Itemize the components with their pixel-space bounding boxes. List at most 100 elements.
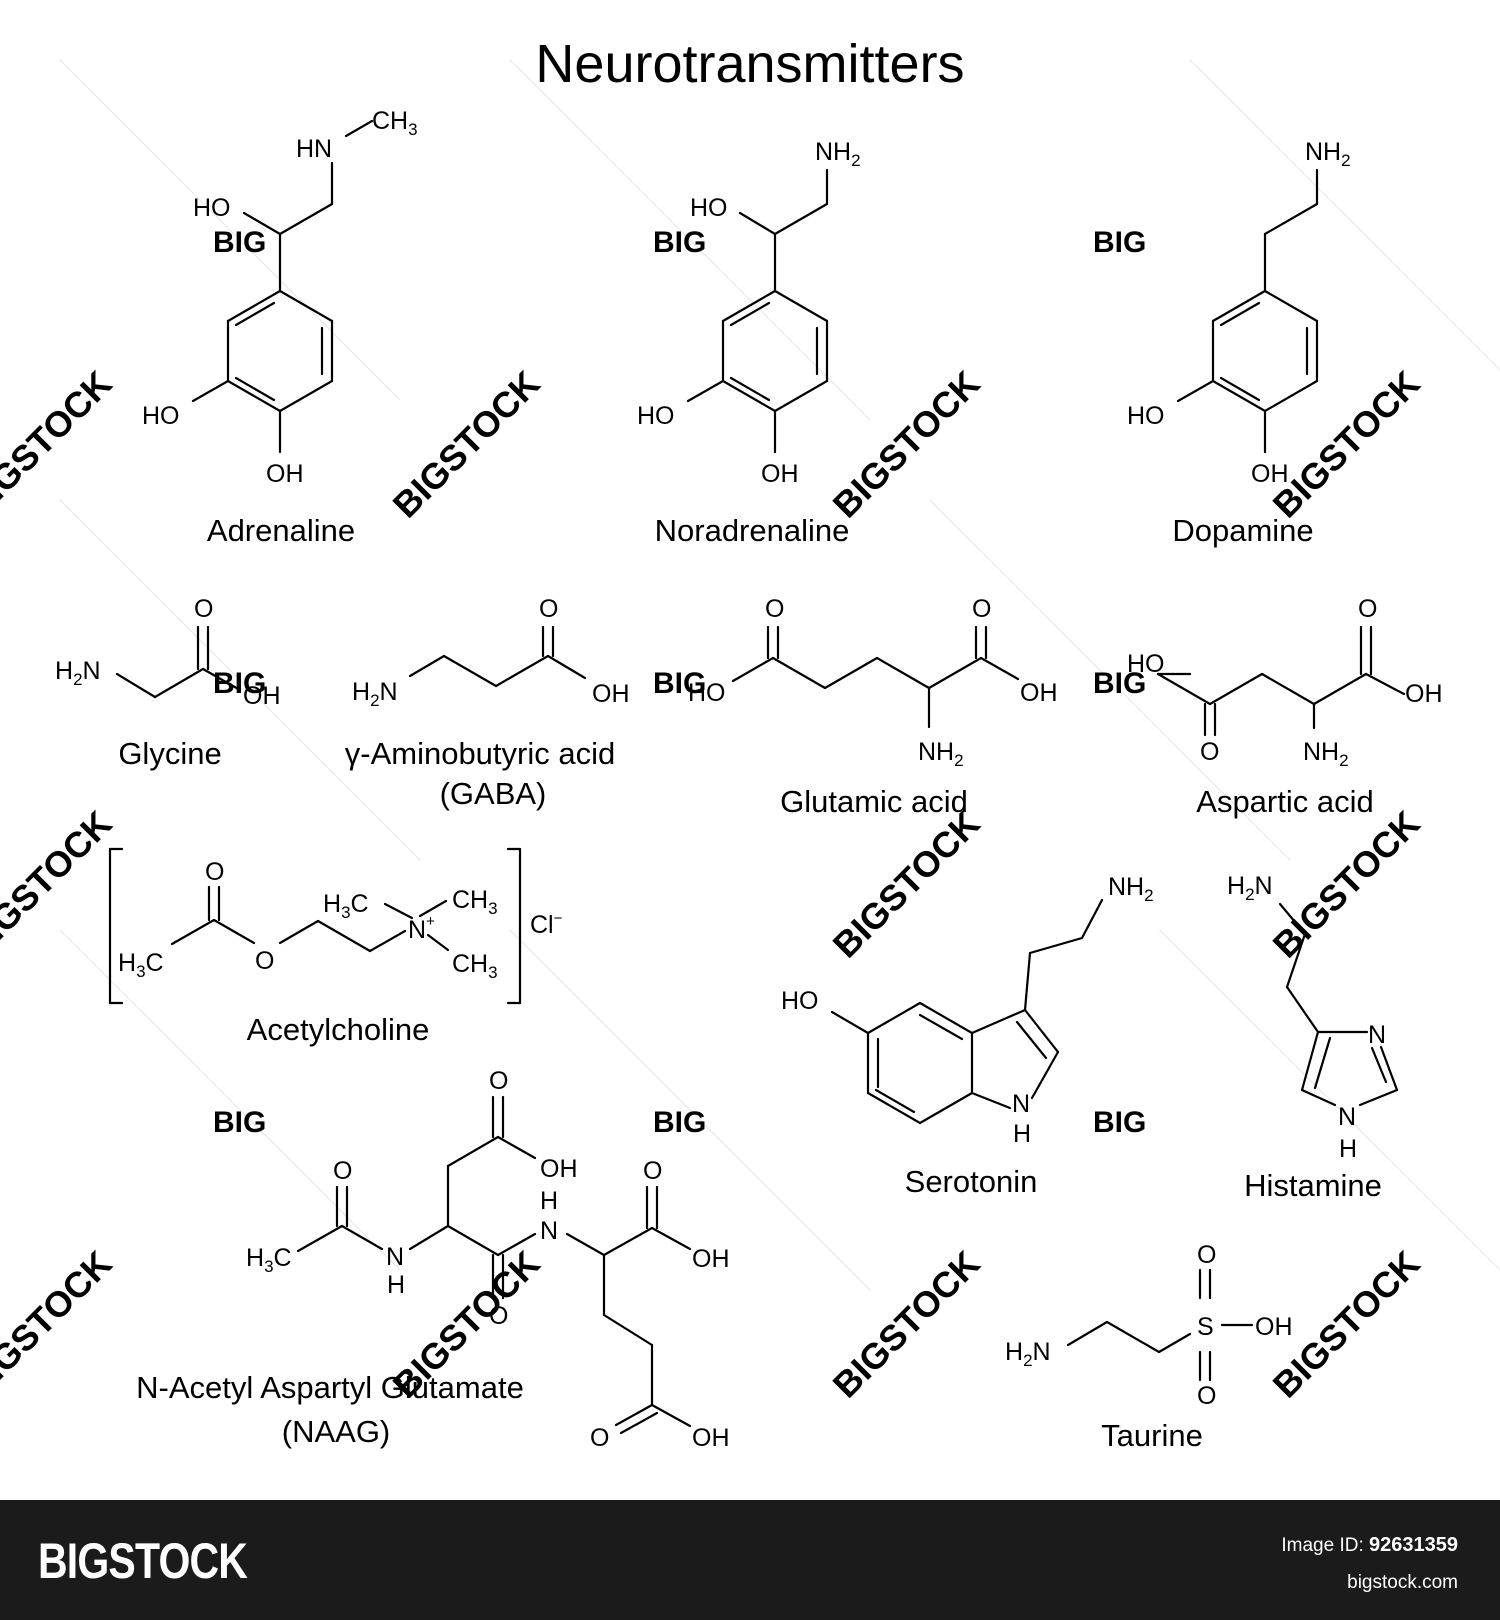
atom-label: O <box>1200 738 1219 766</box>
atom-label: H <box>540 1187 558 1215</box>
atom-label: O <box>590 1424 609 1452</box>
watermark-big: BIG <box>653 667 706 700</box>
label-glutamic-acid: Glutamic acid <box>780 784 968 819</box>
atom-label: OH <box>243 682 281 710</box>
watermark-big: BIG <box>213 226 266 259</box>
atom-label: HN <box>296 135 332 163</box>
atom-label: O <box>489 1302 508 1330</box>
atom-label: HO <box>142 402 180 430</box>
atom-label: NH2 <box>815 138 861 170</box>
molecule-glycine: H2N O OH Glycine <box>55 595 281 771</box>
atom-label: NH2 <box>1108 873 1154 905</box>
atom-label: O <box>539 595 558 623</box>
atom-label: H <box>1339 1135 1357 1163</box>
atom-label: HO <box>690 194 728 222</box>
atom-label: O <box>972 595 991 623</box>
atom-label: O <box>255 947 274 975</box>
label-naag: N-Acetyl Aspartyl Glutamate <box>136 1370 524 1405</box>
atom-label: HO <box>193 194 231 222</box>
atom-label: HO <box>688 679 726 707</box>
watermark-bigstock: BIGSTOCK <box>825 1243 988 1406</box>
site-link[interactable]: bigstock.com <box>1347 1572 1458 1593</box>
molecule-taurine: H2N O S O OH Taurine <box>1005 1241 1293 1453</box>
label-noradrenaline: Noradrenaline <box>655 513 850 548</box>
molecule-adrenaline: HO HN CH3 HO OH Adrenaline <box>142 107 418 548</box>
diagram-canvas: BIG BIG BIG BIG BIG BIG BIG BIG BIG BIGS… <box>0 34 1500 1453</box>
label-dopamine: Dopamine <box>1172 513 1313 548</box>
bonds <box>1156 625 1406 737</box>
atom-label: HO <box>1127 402 1165 430</box>
bonds <box>108 847 522 1005</box>
atom-label: N <box>1012 1090 1030 1118</box>
atom-label: OH <box>1255 1313 1293 1341</box>
bonds <box>408 625 587 688</box>
watermark-big: BIG <box>1093 667 1146 700</box>
atom-label: OH <box>692 1424 730 1452</box>
atom-label: OH <box>540 1155 578 1183</box>
bonds <box>1066 1268 1254 1382</box>
atom-label: H3C <box>118 949 164 981</box>
atom-label: H2N <box>352 678 398 710</box>
label-serotonin: Serotonin <box>905 1164 1038 1199</box>
watermark-bigstock: BIGSTOCK <box>1265 363 1428 526</box>
label-taurine: Taurine <box>1101 1418 1203 1453</box>
bonds <box>686 168 829 454</box>
molecule-histamine: H2N N N H Histamine <box>1227 872 1399 1203</box>
atom-label: H <box>387 1271 405 1299</box>
atom-label: N+ <box>408 913 435 944</box>
atom-label: H3C <box>246 1244 292 1276</box>
atom-label: O <box>643 1157 662 1185</box>
molecule-acetylcholine: O H3C O H3C N+ CH3 CH3 Cl− Acetylcholine <box>108 847 563 1047</box>
atom-label: S <box>1197 1313 1214 1341</box>
molecule-gaba: H2N O OH γ-Aminobutyric acid (GABA) <box>345 595 630 811</box>
atom-label: H <box>1013 1120 1031 1148</box>
atom-label: NH2 <box>918 738 964 770</box>
bonds <box>1176 168 1319 454</box>
molecule-naag: O OH O H3C N H H N O O OH O OH N-Acetyl … <box>136 1067 729 1452</box>
atom-label: OH <box>1405 680 1443 708</box>
label-naag-abbr: (NAAG) <box>282 1414 391 1449</box>
watermark-big: BIG <box>1093 226 1146 259</box>
page-title: Neurotransmitters <box>535 34 964 94</box>
atom-label: O <box>1358 595 1377 623</box>
label-histamine: Histamine <box>1244 1168 1382 1203</box>
atom-label: H2N <box>1227 872 1273 904</box>
atom-label: O <box>205 858 224 886</box>
bonds <box>296 1095 692 1435</box>
atom-label: O <box>765 595 784 623</box>
atom-label: N <box>540 1217 558 1245</box>
watermark-big: BIG <box>1093 1106 1146 1139</box>
atom-label: N <box>386 1243 404 1271</box>
atom-label: OH <box>1020 679 1058 707</box>
atom-label: CH3 <box>452 886 498 918</box>
watermark-bigstock: BIGSTOCK <box>0 1243 120 1406</box>
watermark-big: BIG <box>653 1106 706 1139</box>
bonds <box>191 119 374 454</box>
atom-label: NH2 <box>1303 738 1349 770</box>
watermark-bigstock: BIGSTOCK <box>825 363 988 526</box>
molecule-aspartic-acid: HO O O OH NH2 Aspartic acid <box>1127 595 1443 819</box>
label-glycine: Glycine <box>118 736 221 771</box>
atom-label: O <box>194 595 213 623</box>
atom-label: H2N <box>1005 1338 1051 1370</box>
atom-label: O <box>1197 1382 1216 1410</box>
atom-label: Cl− <box>530 910 563 939</box>
watermark-bigstock: BIGSTOCK <box>385 363 548 526</box>
label-gaba-abbr: (GABA) <box>440 776 547 811</box>
watermark-big: BIG <box>213 667 266 700</box>
atom-label: HO <box>637 402 675 430</box>
atom-label: N <box>1368 1021 1386 1049</box>
atom-label: OH <box>761 460 799 488</box>
watermark-big: BIG <box>213 1106 266 1139</box>
bigstock-logo: BIGSTOCK <box>38 1533 248 1589</box>
image-id-label: Image ID: <box>1281 1535 1364 1556</box>
bonds <box>1278 902 1399 1107</box>
molecule-noradrenaline: HO NH2 HO OH Noradrenaline <box>637 138 861 548</box>
watermark-bigstock: BIGSTOCK <box>825 803 988 966</box>
atom-label: O <box>333 1157 352 1185</box>
footer-bar: BIGSTOCK Image ID: 92631359 bigstock.com <box>0 1500 1500 1620</box>
watermark-bigstock: BIGSTOCK <box>1265 803 1428 966</box>
atom-label: N <box>1338 1103 1356 1131</box>
atom-label: H3C <box>323 890 369 922</box>
atom-label: O <box>489 1067 508 1095</box>
